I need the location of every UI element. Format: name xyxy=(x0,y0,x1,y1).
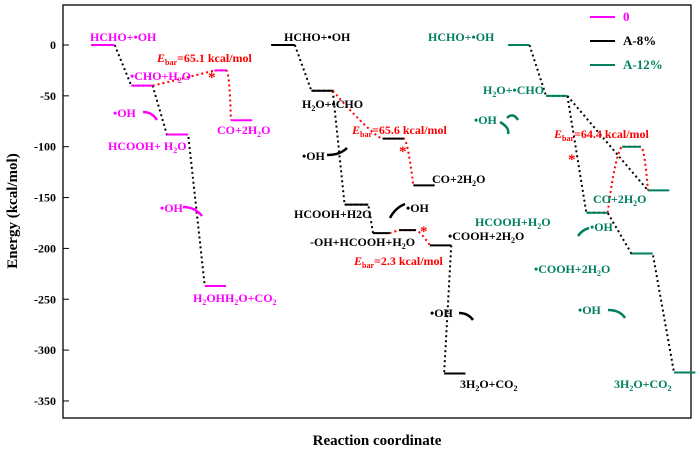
oh-arrow-icon xyxy=(182,205,203,217)
level-label: •CHO+H2O xyxy=(130,69,191,85)
level-label: H2O+•CHO xyxy=(483,83,544,99)
dotted-connector xyxy=(566,95,649,192)
x-axis-title: Reaction coordinate xyxy=(313,433,442,449)
dotted-connector xyxy=(331,90,415,186)
series-0-labels: HCHO+•OH •CHO+H2O HCOOH+ H2O H2OHH2O+CO2… xyxy=(90,30,277,307)
dotted-connector xyxy=(113,44,206,287)
y-tick-label: -200 xyxy=(34,241,56,255)
oh-label: •OH xyxy=(578,303,602,317)
oh-arrow-icon xyxy=(499,120,510,135)
barrier-annotations: Ebar=65.1 kcal/mol Ebar=65.6 kcal/mol Eb… xyxy=(156,51,650,270)
y-tick-label: -300 xyxy=(34,343,56,357)
series-2-labels: HCHO+•OH H2O+•CHO HCOOH+H2O CO+2H2O •COO… xyxy=(428,30,672,393)
oh-label: •OH xyxy=(113,106,137,120)
dotted-connector-group xyxy=(113,44,676,374)
level-label: HCHO+•OH xyxy=(428,30,495,44)
y-axis-title: Energy (kcal/mol) xyxy=(5,153,21,268)
level-label: HCOOH+H2O xyxy=(475,215,551,231)
y-tick-label: -50 xyxy=(40,89,56,103)
level-label: 3H2O+CO2 xyxy=(614,377,672,393)
oh-arrow-icon xyxy=(576,226,590,237)
series-1-labels: HCHO+•OH H2O+•CHO HCOOH+H2O CO+2H2O -OH+… xyxy=(284,30,524,393)
oh-arrow-icon xyxy=(458,311,475,321)
y-tick-label: -150 xyxy=(34,191,56,205)
oh-arrow-icon xyxy=(326,147,348,157)
ts-star: * xyxy=(399,144,407,160)
level-label: 3H2O+CO2 xyxy=(460,377,518,393)
level-label: •COOH+2H2O xyxy=(448,229,524,245)
oh-arrow-icon xyxy=(142,110,159,121)
barrier-label-0: Ebar=65.1 kcal/mol xyxy=(156,51,253,67)
oh-arrow-icon xyxy=(607,308,627,319)
level-label: CO+2H2O xyxy=(432,172,486,188)
level-label: HCOOH+ H2O xyxy=(108,139,187,155)
transition-star-group: * * * * xyxy=(208,70,576,240)
oh-arrow-icon xyxy=(506,114,520,121)
oh-arrow-icon xyxy=(388,202,406,219)
oh-label: •OH xyxy=(474,113,498,127)
level-label: -OH+HCOOH+H2O xyxy=(310,235,415,251)
barrier-label-3: Ebar=64.4 kcal/mol xyxy=(553,127,650,143)
oh-arrow-group xyxy=(142,110,627,321)
legend-label: A-12% xyxy=(623,57,663,72)
oh-label: •OH xyxy=(406,201,430,215)
legend-label: 0 xyxy=(623,9,630,24)
level-label: CO+2H2O xyxy=(217,123,271,139)
level-label: HCHO+•OH xyxy=(90,30,157,44)
ts-star: * xyxy=(568,152,576,168)
barrier-label-2: Ebar=2.3 kcal/mol xyxy=(353,254,444,270)
dotted-connector xyxy=(443,245,453,374)
barrier-label-1: Ebar=65.6 kcal/mol xyxy=(351,123,448,139)
plot-frame xyxy=(62,4,692,419)
y-tick-group: 0 -50 -100 -150 -200 -250 -300 -350 xyxy=(34,38,69,408)
y-tick-label: 0 xyxy=(50,38,56,52)
oh-label: •OH xyxy=(302,149,326,163)
oh-label: •OH xyxy=(430,306,454,320)
y-tick-label: -250 xyxy=(34,292,56,306)
y-tick-label: -100 xyxy=(34,140,56,154)
legend-label: A-8% xyxy=(623,33,656,48)
dotted-connector xyxy=(293,44,375,234)
ts-star: * xyxy=(420,224,428,240)
ts-star: * xyxy=(208,70,216,86)
energy-level-group xyxy=(91,44,696,375)
legend: 0A-8% A-12% xyxy=(590,9,663,72)
level-label: •COOH+2H2O xyxy=(534,262,610,278)
oh-label: •OH xyxy=(590,220,614,234)
level-label: HCHO+•OH xyxy=(284,30,351,44)
level-label: CO+2H2O xyxy=(593,192,647,208)
dotted-connector xyxy=(606,145,649,213)
oh-label: •OH xyxy=(160,201,184,215)
dotted-connector xyxy=(528,44,676,373)
level-label: HCOOH+H2O xyxy=(294,207,372,221)
y-tick-label: -350 xyxy=(34,394,56,408)
level-label: H2O+•CHO xyxy=(302,97,363,113)
level-label: H2OHH2O+CO2 xyxy=(193,291,277,307)
